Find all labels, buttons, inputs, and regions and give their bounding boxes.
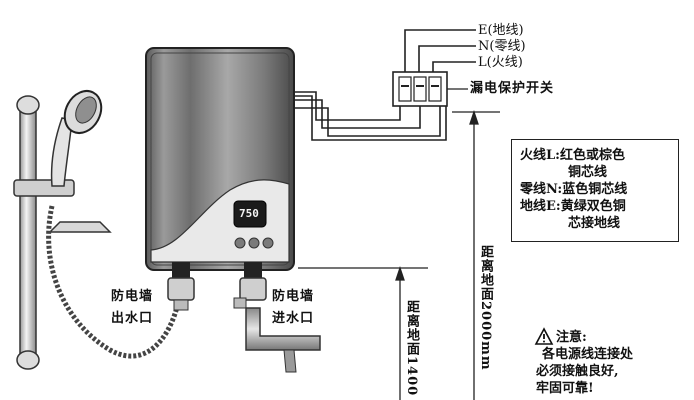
supply-wires [404,29,476,72]
safety-note: 注意: 各电源线连接处 必须接触良好, 牢固可靠! [536,329,686,397]
wire-color-legend: 火线L:红色或棕色 铜芯线 零线N:蓝色铜芯线 地线E:黄绿双色铜 芯接地线 [511,139,679,242]
shower-hose [46,205,183,359]
power-cable [294,91,447,141]
shower-rail [13,95,112,370]
warning-icon [534,327,554,345]
note-line-2: 必须接触良好, [536,364,619,379]
temperature-display: 750 [239,207,259,220]
height-2000-label: 距离地面2000mm [478,245,493,371]
legend-row-live-cont: 铜芯线 [568,165,608,180]
note-line-3: 牢固可靠! [536,381,594,396]
earth-wire-label: E(地线) [478,23,524,38]
legend-row-earth: 地线E:黄绿双色铜 [520,199,626,214]
legend-row-neutral: 零线N:蓝色铜芯线 [520,182,628,197]
outlet-label-line2: 出水口 [111,311,154,326]
outlet-label-line1: 防电墙 [111,289,154,304]
legend-row-live: 火线L:红色或棕色 [520,148,625,163]
water-heater [145,47,295,271]
live-wire-label: L(火线) [478,55,523,70]
inlet-label-line1: 防电墙 [272,289,315,304]
dimension-lines [298,109,500,400]
neutral-wire-label: N(零线) [478,39,526,54]
inlet-label-line2: 进水口 [272,311,315,326]
breaker-label: 漏电保护开关 [470,81,555,96]
note-line-1: 各电源线连接处 [542,347,634,362]
height-1400-label: 距离地面1400 [404,300,419,397]
outlet-fitting [167,262,195,311]
legend-row-earth-cont: 芯接地线 [568,216,621,231]
inlet-fitting [233,262,321,373]
note-title: 注意: [556,330,587,345]
shower-head [50,89,103,187]
leakage-breaker [392,71,448,107]
